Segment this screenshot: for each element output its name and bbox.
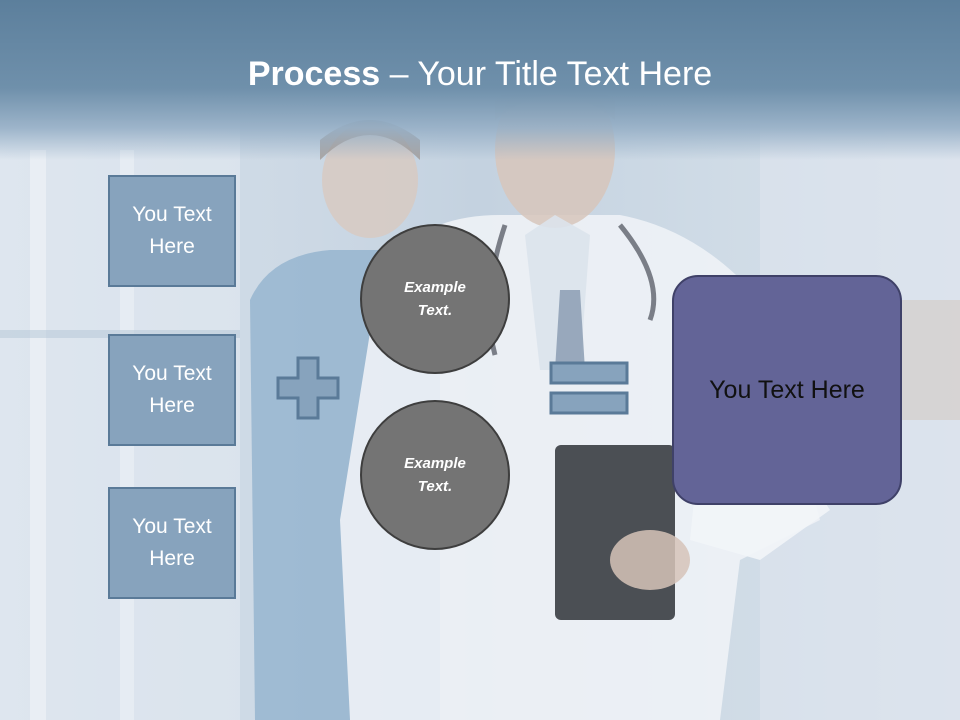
title-bar: [0, 0, 960, 160]
text-box-1[interactable]: You Text Here: [108, 175, 236, 287]
circle-label: Example Text.: [404, 279, 466, 319]
result-box-label: You Text Here: [709, 375, 865, 404]
example-circle-2[interactable]: Example Text.: [360, 400, 510, 550]
title-rest-part: – Your Title Text Here: [380, 55, 713, 93]
slide-title: Process – Your Title Text Here: [0, 52, 960, 96]
text-box-2[interactable]: You Text Here: [108, 334, 236, 446]
plus-icon: [276, 356, 340, 420]
text-box-3[interactable]: You Text Here: [108, 487, 236, 599]
title-bold-part: Process: [247, 55, 381, 93]
text-box-label: You Text Here: [132, 515, 212, 570]
text-box-label: You Text Here: [132, 362, 212, 417]
equals-icon: [549, 361, 629, 415]
circle-label: Example Text.: [404, 455, 466, 495]
result-box[interactable]: You Text Here: [672, 275, 902, 505]
example-circle-1[interactable]: Example Text.: [360, 224, 510, 374]
text-box-label: You Text Here: [132, 203, 212, 258]
